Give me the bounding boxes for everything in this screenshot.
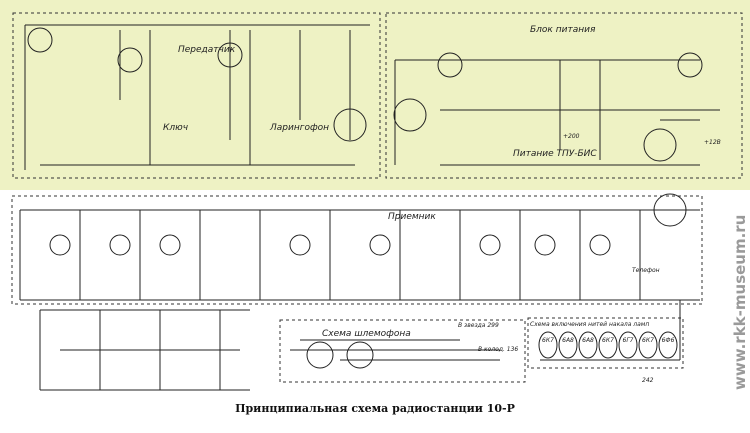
headset-connector <box>306 341 334 369</box>
headset-block-border <box>279 319 526 383</box>
filament-tube-label: 6А8 <box>582 337 594 344</box>
tube-symbols: 6К7 6А8 6А8 6К7 6Г7 6К7 6Ф6 <box>27 27 703 369</box>
telephone-label: Телефон <box>632 267 660 274</box>
to-star-label: В звезда 299 <box>458 322 499 329</box>
filament-tube-label: 6А8 <box>562 337 574 344</box>
filament-tube <box>638 331 658 359</box>
key-label: Ключ <box>163 123 188 133</box>
connector-socket <box>643 128 677 162</box>
filament-tube <box>658 331 678 359</box>
tube-symbol <box>589 234 611 256</box>
filament-title: Схема включения нитей накала ламп <box>530 321 649 328</box>
filament-tube-label: 6К7 <box>642 337 654 344</box>
to-block-label: В колод. 136 <box>478 346 518 353</box>
transmitter-title: Передатчик <box>178 45 236 55</box>
watermark: www.rkk-museum.ru <box>731 215 749 390</box>
filament-tube-label: 6Ф6 <box>662 337 675 344</box>
wiring <box>19 24 720 391</box>
connector-socket <box>333 108 367 142</box>
tpu-power-label: Питание ТПУ-БИС <box>513 149 597 159</box>
receiver-block-border <box>11 195 703 305</box>
tube-symbol <box>27 27 53 53</box>
headset-connector <box>346 341 374 369</box>
receiver-title: Приемник <box>388 212 436 222</box>
filament-tube-label: 6К7 <box>602 337 614 344</box>
tube-symbol <box>109 234 131 256</box>
tube-symbol <box>437 52 463 78</box>
tube-symbol <box>289 234 311 256</box>
transmitter-block-border <box>12 12 381 179</box>
filament-tube-label: 6Г7 <box>623 337 634 344</box>
headset-title: Схема шлемофона <box>322 329 411 339</box>
tube-symbol <box>479 234 501 256</box>
laryngophone-label: Ларингофон <box>269 123 329 133</box>
filament-tube <box>538 331 558 359</box>
filament-block-border <box>527 317 684 369</box>
filament-resistor-label: 242 <box>642 377 654 384</box>
plus12-label: +12В <box>704 139 721 146</box>
tube-symbol <box>677 52 703 78</box>
filament-tube <box>598 331 618 359</box>
filament-tube <box>578 331 598 359</box>
filament-tube <box>618 331 638 359</box>
tube-symbol <box>217 42 243 68</box>
connector-socket <box>393 98 427 132</box>
filament-tube-label: 6К7 <box>542 337 554 344</box>
power-block-border <box>385 12 743 179</box>
connector-socket <box>653 193 687 227</box>
tube-symbol <box>49 234 71 256</box>
filament-tube <box>558 331 578 359</box>
top-panel-background <box>0 0 750 190</box>
tube-symbol <box>159 234 181 256</box>
tube-symbol <box>117 47 143 73</box>
tube-symbol <box>534 234 556 256</box>
diagram-caption: Принципиальная схема радиостанции 10-Р <box>235 402 515 415</box>
tube-symbol <box>369 234 391 256</box>
power-block-title: Блок питания <box>530 25 596 35</box>
plus200-label: +200 <box>563 133 580 140</box>
